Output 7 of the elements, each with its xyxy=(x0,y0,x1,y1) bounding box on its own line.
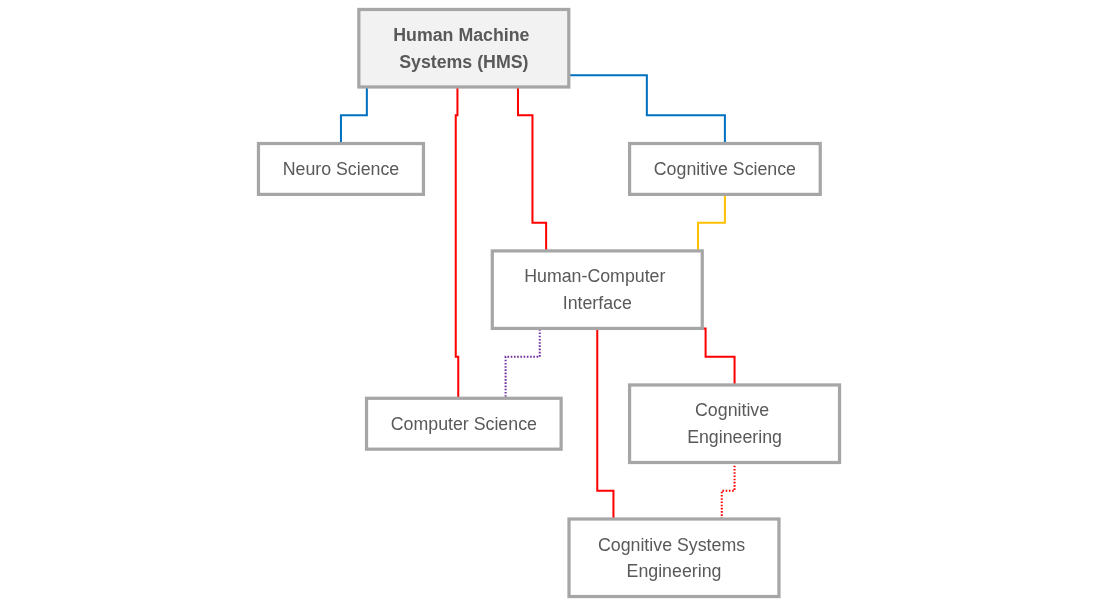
node-box: Cognitive Systems Engineering xyxy=(566,516,781,598)
node-box: Computer Science xyxy=(364,396,563,451)
node-box: Cognitive Science xyxy=(627,141,822,196)
node-box: Cognitive Engineering xyxy=(627,382,841,464)
node-box: Neuro Science xyxy=(256,141,425,196)
node-box: Human-Computer Interface xyxy=(490,248,704,330)
node-box: Human Machine Systems (HMS) xyxy=(356,7,570,89)
